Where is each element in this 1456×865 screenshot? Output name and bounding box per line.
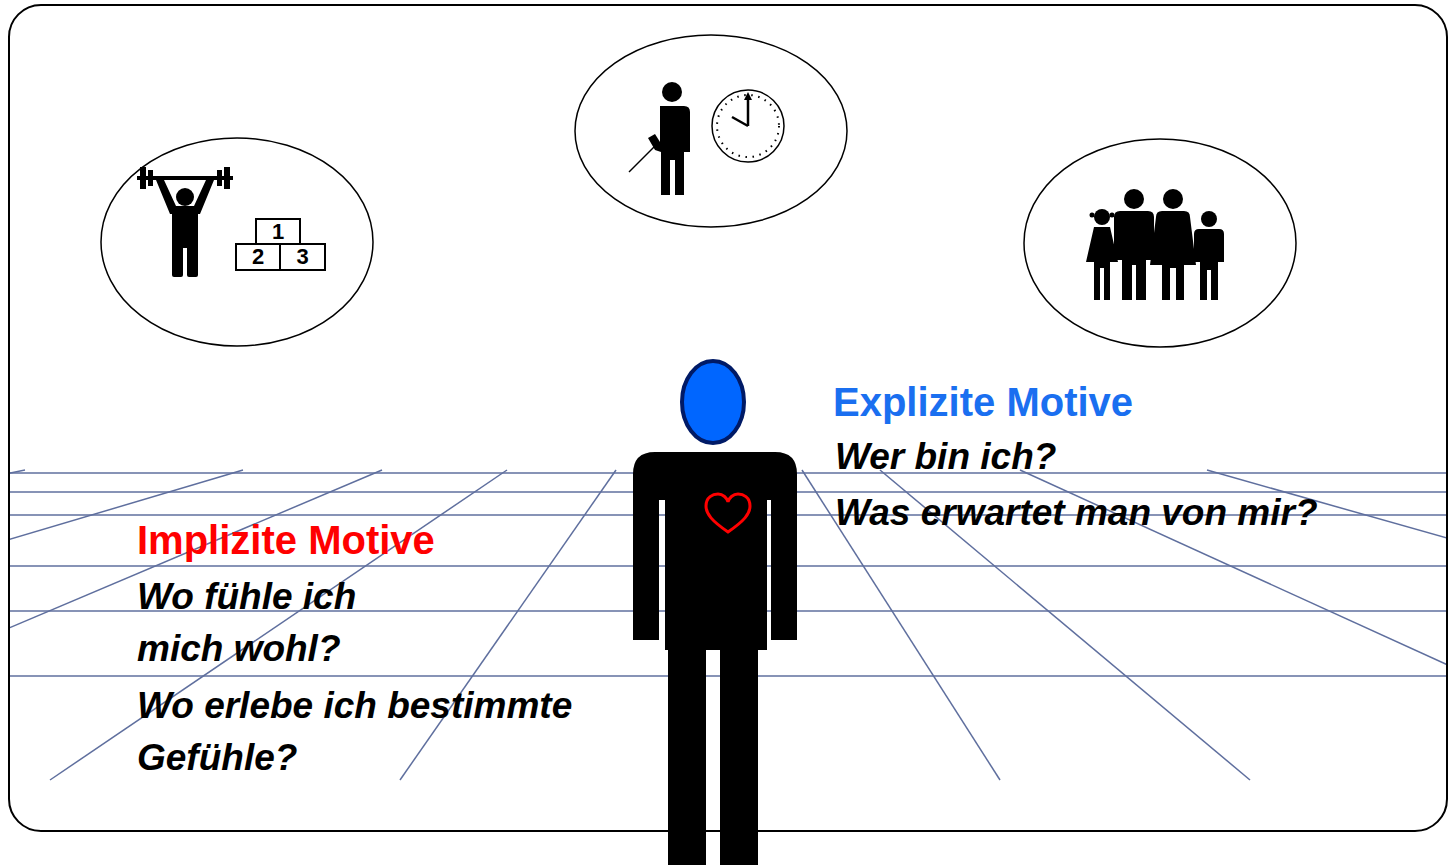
question-text: Was erwartet man von mir?	[835, 487, 1335, 539]
leg	[187, 240, 198, 277]
thought-ellipse	[1024, 139, 1296, 347]
family-icon	[1086, 189, 1224, 300]
head	[1201, 211, 1217, 227]
body	[648, 106, 690, 195]
grid-line	[400, 470, 616, 780]
head	[1124, 189, 1144, 209]
hair-bow	[1090, 213, 1095, 218]
clock-ticks	[717, 95, 779, 157]
clock-hand-tip	[744, 92, 752, 100]
barbell-plate	[224, 167, 230, 189]
podium-box: 1	[255, 218, 301, 245]
barbell-plate	[148, 170, 153, 186]
barbell-plate	[217, 170, 222, 186]
weightlifter-icon	[137, 167, 233, 277]
grid-line	[9, 470, 382, 780]
head	[1163, 189, 1183, 209]
heart-symbol	[706, 494, 750, 532]
central-person	[633, 361, 797, 865]
torso-and-arms	[633, 452, 797, 650]
hair-bow	[1110, 213, 1115, 218]
girl-figure	[1086, 227, 1118, 300]
motive-heading: Explizite Motive	[833, 378, 1353, 426]
leg	[720, 640, 758, 865]
podium-box: 3	[279, 243, 326, 271]
question-text: Wo fühle ich mich wohl?	[137, 571, 437, 675]
grid-line	[9, 470, 243, 780]
head	[1094, 209, 1110, 225]
thought-ellipse	[575, 35, 847, 227]
question-text: Wer bin ich?	[835, 431, 1355, 483]
thought-ellipse	[101, 138, 373, 346]
barbell-plate	[140, 167, 146, 189]
podium-box: 2	[235, 243, 281, 271]
podium-number: 2	[252, 246, 264, 268]
question-text: Wo erlebe ich bestimmte Gefühle?	[137, 680, 597, 784]
woman-figure	[1150, 211, 1196, 300]
man-figure	[1114, 211, 1154, 300]
head	[662, 82, 682, 102]
head	[682, 361, 744, 443]
boy-figure	[1194, 229, 1224, 300]
clock-hand	[732, 117, 748, 126]
podium-number: 1	[272, 221, 284, 243]
motive-heading: Implizite Motive	[137, 516, 597, 564]
leg	[668, 640, 706, 865]
podium-number: 3	[296, 246, 308, 268]
clock-icon	[712, 90, 784, 162]
presenter-icon	[629, 82, 690, 195]
clock-face	[712, 90, 784, 162]
grid-line	[50, 470, 507, 780]
pointer-stick	[629, 147, 654, 172]
leg	[172, 240, 183, 277]
clock-hand	[747, 98, 750, 126]
head	[176, 188, 194, 206]
